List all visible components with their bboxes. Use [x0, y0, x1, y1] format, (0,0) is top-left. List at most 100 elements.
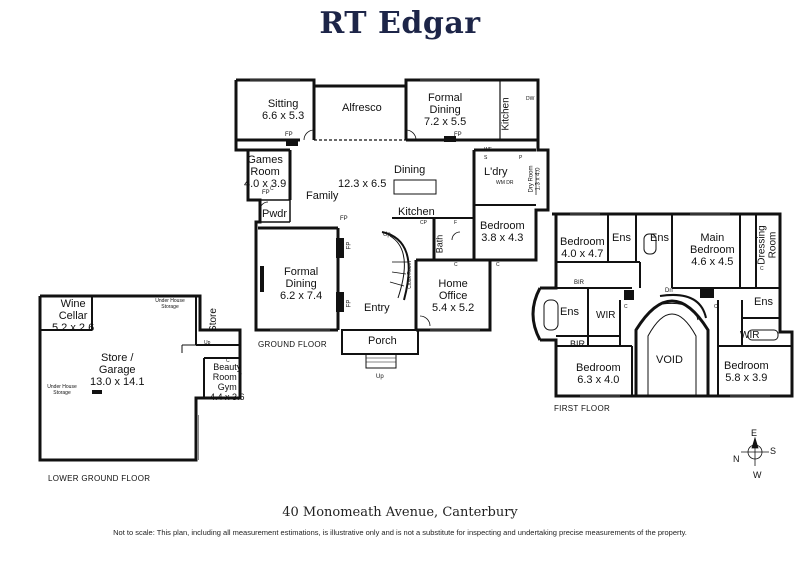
- c-marker: C: [454, 262, 458, 268]
- room-name: Sitting: [267, 98, 299, 110]
- room-name: Kitchen: [500, 97, 512, 131]
- dw-marker: DW: [526, 96, 535, 102]
- porch: [341, 329, 419, 369]
- room-name: Alfresco: [342, 102, 382, 114]
- room-main-bedroom: Main Bedroom 4.6 x 4.5: [690, 232, 735, 268]
- room-dining-dimensions: 12.3 x 6.5: [338, 178, 386, 190]
- disclaimer-text: Not to scale: This plan, including all m…: [113, 528, 687, 537]
- fireplace-marker: FP: [346, 241, 353, 250]
- room-ens-3: Ens: [560, 306, 579, 318]
- room-name: Dressing: [756, 225, 768, 265]
- bathtub-icon: [543, 299, 559, 331]
- fireplace-marker: FP: [346, 299, 353, 308]
- room-name: Entry: [364, 302, 390, 314]
- first-floor-walls: [531, 212, 794, 398]
- room-name-2: Bedroom: [690, 244, 735, 256]
- first-floor-label: FIRST FLOOR: [554, 404, 611, 413]
- room-dimensions: 12.3 x 6.5: [338, 178, 387, 190]
- room-name: Family: [306, 190, 339, 202]
- room-dimensions: 13.0 x 14.1: [90, 376, 145, 388]
- room-name: Ens: [612, 232, 631, 244]
- room-bir-1: BIR: [574, 280, 584, 287]
- stair-down-marker: Dn: [665, 288, 673, 294]
- c-marker: C: [226, 358, 230, 364]
- room-dressing: Dressing Room: [757, 225, 779, 264]
- room-dimensions: 5.4 x 5.2: [432, 302, 475, 314]
- room-name: Bath: [434, 234, 445, 254]
- room-name: Wine: [60, 298, 86, 310]
- room-wir-2: WIR: [740, 330, 759, 342]
- fireplace-marker: FP: [340, 216, 348, 222]
- room-sitting: Sitting 6.6 x 5.3: [262, 98, 304, 122]
- room-name: Porch: [368, 335, 397, 347]
- c-marker: C: [624, 304, 628, 310]
- fireplace-marker: FP: [285, 132, 293, 138]
- room-games: Games Room 4.0 x 3.9: [244, 154, 286, 190]
- room-dimensions: 1.3 x 4.0: [535, 167, 542, 191]
- room-name-2: Room: [250, 166, 280, 178]
- room-dimensions: 4.4 x 3.6: [210, 392, 245, 402]
- room-name: Kitchen: [398, 206, 435, 218]
- room-bedroom-ground: Bedroom 3.8 x 4.3: [480, 220, 525, 244]
- room-name: Dining: [394, 164, 426, 176]
- room-store: Store: [208, 308, 220, 332]
- room-name: Main: [700, 232, 725, 244]
- room-beauty-gym: Beauty Room / Gym 4.4 x 3.6: [210, 362, 245, 402]
- ground-floor-label: GROUND FLOOR: [258, 340, 327, 349]
- void-arch: [634, 299, 710, 396]
- ground-staircase: [381, 231, 410, 301]
- room-entry: Entry: [364, 302, 390, 314]
- room-name-2: Cellar: [58, 310, 88, 322]
- lower-ground-floor-label: LOWER GROUND FLOOR: [48, 474, 151, 483]
- lower-ground-floor-walls: [38, 294, 242, 462]
- lower-up-marker: Up: [204, 340, 211, 346]
- room-pwdr: Pwdr: [262, 208, 287, 220]
- room-ens-4: Ens: [754, 296, 773, 308]
- room-dimensions: 5.2 x 2.6: [52, 322, 95, 334]
- room-name: Formal: [283, 266, 319, 278]
- room-cloak: Cloak Room: [407, 261, 413, 289]
- property-address: 40 Monomeath Avenue, Canterbury: [282, 505, 518, 520]
- room-kitchen: Kitchen: [398, 206, 435, 218]
- brand-logo: RT Edgar: [319, 6, 481, 41]
- room-wir-1: WIR: [596, 310, 615, 322]
- room-dining: Dining: [394, 164, 425, 176]
- room-dimensions: 3.8 x 4.3: [481, 232, 524, 244]
- room-name-2: Dining: [429, 104, 461, 116]
- room-formal-dining: Formal Dining 6.2 x 7.4: [280, 266, 322, 302]
- room-bedroom-4: Bedroom 5.8 x 3.9: [724, 360, 769, 384]
- room-name: Bedroom: [724, 360, 769, 372]
- room-name: VOID: [656, 354, 683, 366]
- room-name-3: Gym: [217, 382, 237, 392]
- compass-w: W: [753, 470, 762, 480]
- room-dimensions: 4.0 x 3.9: [244, 178, 287, 190]
- room-name: BIR: [574, 280, 585, 286]
- room-name: Bedroom: [576, 362, 621, 374]
- wf-marker: WF: [484, 147, 492, 153]
- room-void: VOID: [656, 354, 683, 366]
- room-kitchen-side: Kitchen: [501, 97, 513, 130]
- c-marker: C: [760, 266, 764, 272]
- bathtub-icon: [643, 233, 657, 255]
- room-dimensions: 6.2 x 7.4: [280, 290, 323, 302]
- room-dimensions: 5.8 x 3.9: [725, 372, 768, 384]
- compass-icon: [741, 436, 769, 466]
- room-name: L'dry: [484, 166, 508, 178]
- compass-e: E: [751, 428, 758, 438]
- p-marker: P: [519, 155, 523, 161]
- c-marker: C: [714, 304, 718, 310]
- room-wine-cellar: Wine Cellar 5.2 x 2.6: [52, 298, 94, 334]
- room-dimensions: 4.0 x 4.7: [561, 248, 604, 260]
- room-bedroom-3: Bedroom 6.3 x 4.0: [576, 362, 621, 386]
- s-marker: S: [484, 155, 488, 161]
- room-laundry: L'dry: [484, 166, 508, 178]
- room-name: Store /: [101, 352, 134, 364]
- room-store-garage: Store / Garage 13.0 x 14.1: [90, 352, 144, 388]
- room-name: WIR: [596, 310, 616, 321]
- room-ens-2: Ens: [650, 232, 669, 244]
- ground-floor-walls: [234, 78, 550, 332]
- room-name: Cloak Room: [406, 261, 413, 289]
- room-name: Dry Room: [528, 165, 535, 193]
- c-marker: C: [270, 186, 274, 192]
